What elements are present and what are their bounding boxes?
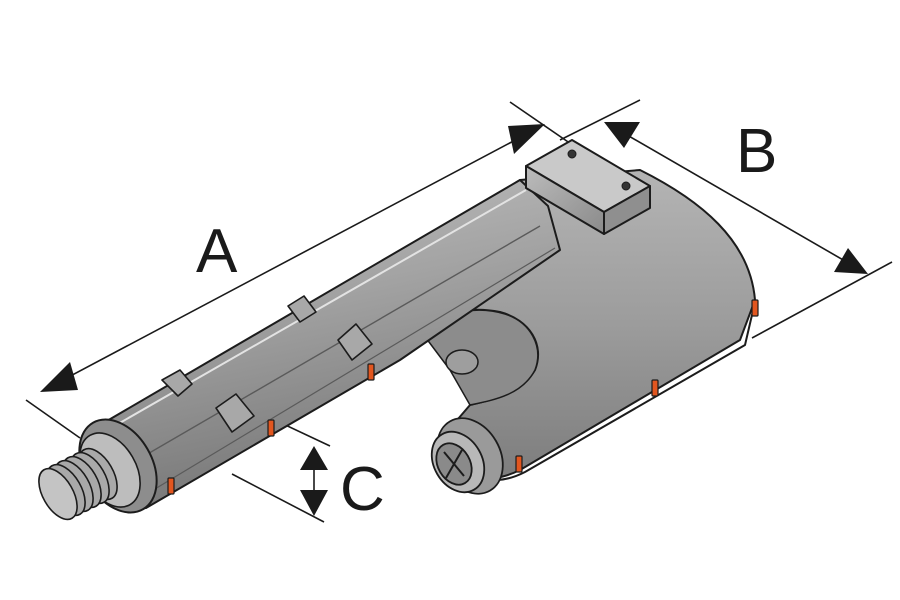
dust-extraction-attachment [78, 139, 759, 514]
dimension-b-label: B [736, 117, 777, 186]
tube-fin-2 [287, 295, 317, 323]
dimension-b-extension-top [559, 99, 641, 141]
tube-fin-3 [337, 323, 373, 361]
clips [167, 299, 759, 495]
clip [515, 455, 523, 473]
dimension-a-label: A [196, 217, 238, 286]
dimension-b-arrow-top [604, 122, 640, 148]
dimension-b [559, 99, 893, 339]
dimension-a-extension-left [25, 399, 81, 439]
tube-ridge-mid [119, 225, 541, 471]
dimension-a-line [43, 127, 539, 391]
dimension-b-arrow-bottom [834, 248, 868, 274]
mount-hole-2 [621, 181, 631, 191]
tube-ridge-low [139, 247, 556, 499]
tube-fin-4 [215, 393, 255, 433]
clip [367, 363, 375, 381]
dimension-b-extension-bottom [751, 261, 893, 339]
tube-fin-1 [161, 369, 193, 397]
clip [751, 299, 759, 317]
corrugated-hose-icon [38, 447, 118, 521]
dimension-a-arrow-right [508, 124, 545, 154]
dimension-c-arrow-bottom [300, 490, 328, 516]
dimension-b-line [607, 123, 865, 273]
dimension-a-arrow-left [40, 362, 78, 392]
clip [167, 477, 175, 495]
mount-hole-1 [567, 149, 577, 159]
filter-cap-icon [430, 417, 504, 495]
mounting-block-side [603, 185, 651, 235]
dimension-c-leader-bottom [231, 473, 325, 523]
recess-hole [445, 349, 479, 375]
clip [267, 419, 275, 437]
clip [651, 379, 659, 397]
dimension-c-label: C [340, 455, 385, 524]
dimension-c-arrow-top [300, 446, 328, 470]
